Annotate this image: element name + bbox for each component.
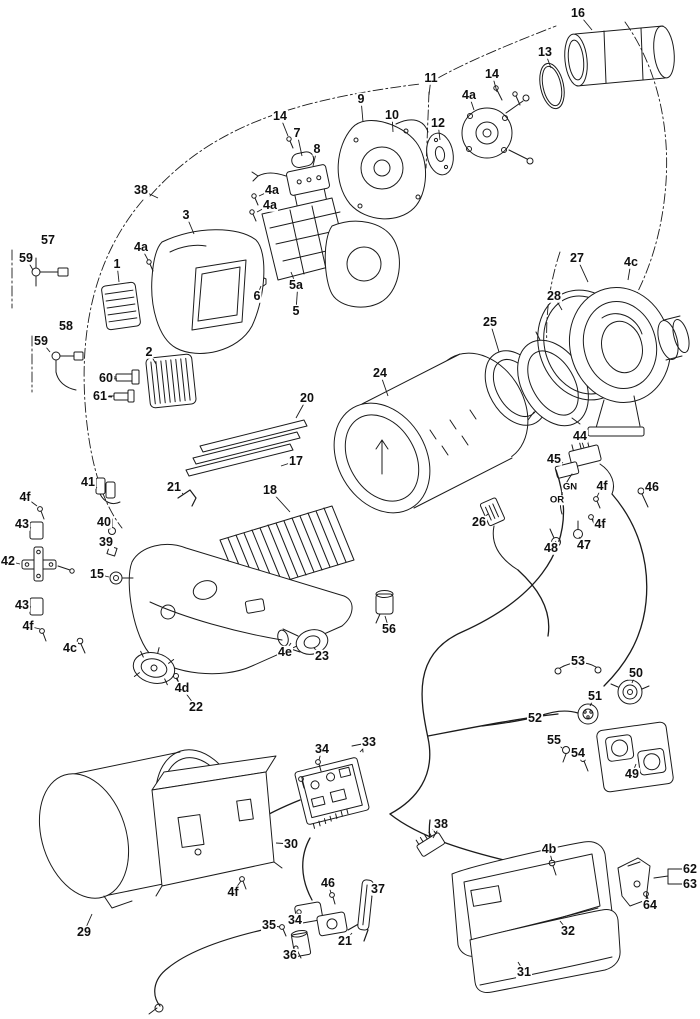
burner-parts-7-8 bbox=[249, 136, 330, 222]
fitting-parts-58-59 bbox=[51, 351, 84, 391]
fan-housing-parts-27-28 bbox=[537, 287, 690, 437]
pcb-parts-33-34 bbox=[294, 743, 370, 829]
bar-part-37 bbox=[357, 879, 374, 931]
connector-parts-49-55 bbox=[481, 662, 674, 793]
grille-part-1 bbox=[101, 281, 141, 331]
casing-part-3 bbox=[146, 229, 265, 354]
combustion-chamber-part-24 bbox=[333, 352, 529, 514]
inner-casing-part-30 bbox=[151, 755, 283, 897]
wheel-part-22 bbox=[132, 647, 181, 687]
connector-part-38-bottom bbox=[415, 829, 445, 857]
fan-scroll-parts-9-10 bbox=[337, 119, 429, 220]
fitting-parts-57-59 bbox=[31, 257, 69, 287]
cowl-shell bbox=[324, 220, 400, 308]
o-ring-part-13 bbox=[539, 62, 565, 110]
small-parts-left bbox=[21, 477, 134, 654]
cone-part-23 bbox=[277, 628, 329, 655]
bracket-parts-62-64 bbox=[617, 857, 669, 907]
grille-part-2 bbox=[145, 353, 197, 409]
disc-part-12 bbox=[426, 132, 454, 176]
pull-cable bbox=[148, 929, 263, 1015]
tube-parts-17-20-21 bbox=[177, 419, 308, 507]
elbow-parts-60-61 bbox=[108, 369, 140, 403]
motor-mount-part-14 bbox=[461, 85, 534, 165]
muffler-part-16 bbox=[564, 25, 675, 87]
canister-part-56 bbox=[375, 590, 394, 624]
